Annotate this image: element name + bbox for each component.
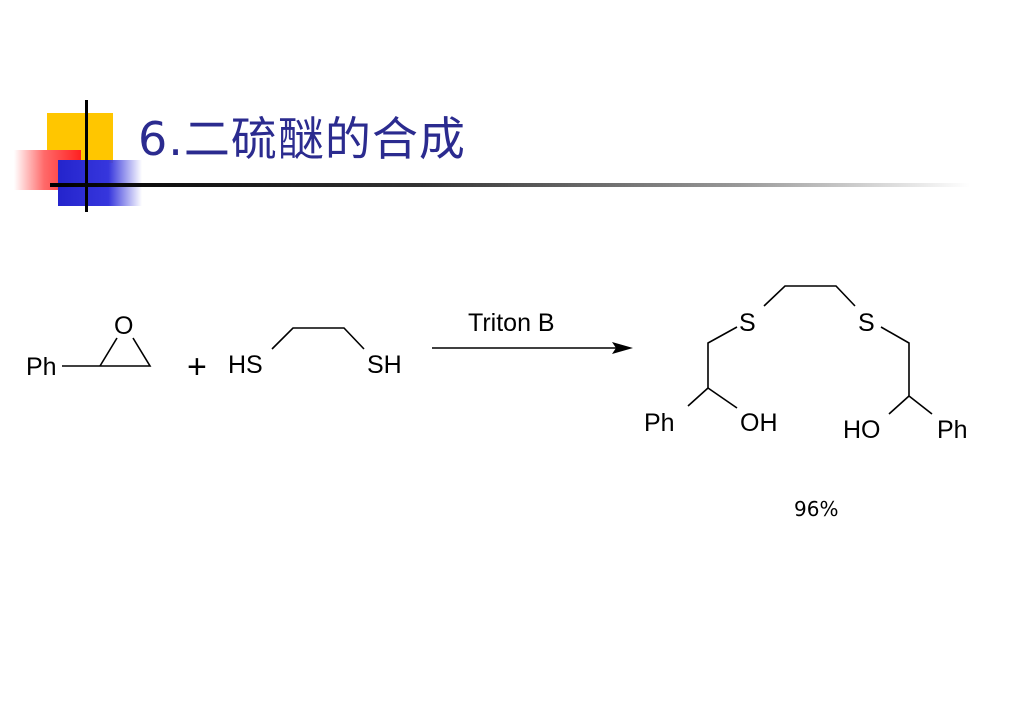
sulfur-left-label: S [739, 309, 756, 337]
title-underline [50, 183, 970, 187]
dithiol-carbon-chain [271, 327, 365, 350]
ho-label-right: HO [843, 416, 881, 444]
reaction-arrow: Triton B [432, 309, 633, 354]
ethylene-bridge-bonds [763, 285, 856, 307]
yield-label: 96% [794, 497, 839, 521]
epoxide-ring-bond-b [99, 337, 118, 367]
right-oh-bond [888, 395, 910, 415]
epoxide-ring-bonds-a [100, 337, 152, 367]
left-chain-bonds [687, 326, 738, 407]
slide-title: 6.二硫醚的合成 [138, 112, 466, 166]
reagent-label: Triton B [468, 309, 555, 337]
oh-label-left: OH [740, 409, 778, 437]
hs-label: HS [228, 351, 263, 379]
product-molecule: S S Ph OH HO Ph [644, 285, 968, 444]
ph-label-right: Ph [937, 416, 968, 444]
right-chain-bonds [880, 326, 933, 415]
arrow-head-icon [612, 342, 633, 354]
ph-label-reactant: Ph [26, 353, 57, 381]
left-oh-bond [707, 387, 738, 409]
sulfur-right-label: S [858, 309, 875, 337]
plus-sign: + [187, 348, 207, 386]
ethanedithiol: HS SH [228, 327, 402, 379]
epoxide-oxygen-label: O [114, 312, 133, 340]
styrene-oxide: Ph O [26, 312, 152, 381]
sh-label: SH [367, 351, 402, 379]
decorative-vertical-line [85, 100, 88, 212]
ph-label-left: Ph [644, 409, 675, 437]
